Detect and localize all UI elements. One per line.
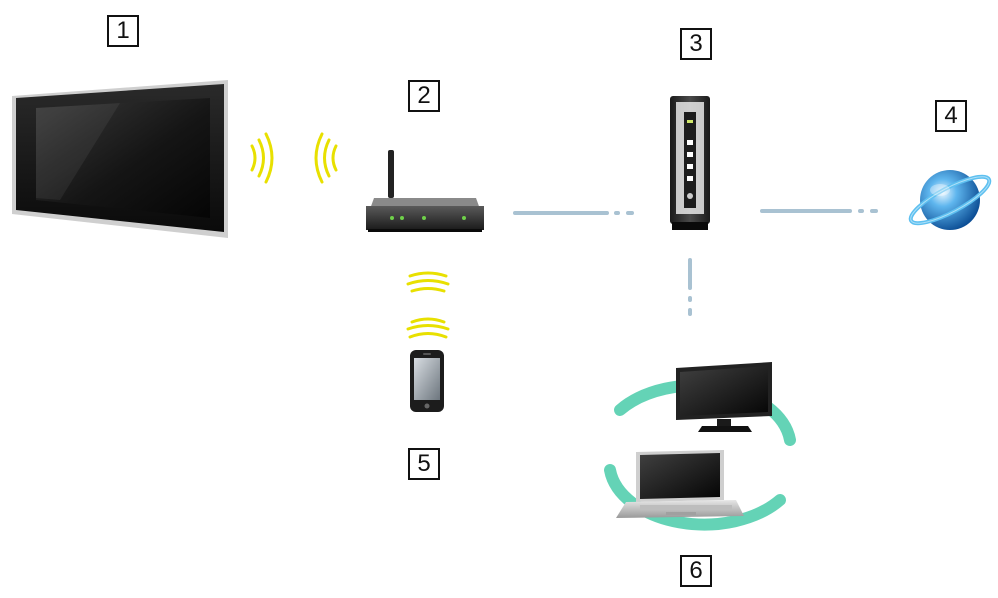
internet-globe-icon xyxy=(908,170,992,230)
wireless-router-icon xyxy=(366,150,484,232)
label-2: 2 xyxy=(408,80,440,112)
wireless-wave-router-icon xyxy=(314,132,338,184)
media-devices-icon xyxy=(604,362,796,531)
label-1: 1 xyxy=(107,15,139,47)
tv-icon xyxy=(12,80,228,238)
label-5: 5 xyxy=(408,448,440,480)
wired-connection-router-modem xyxy=(513,211,634,215)
label-3: 3 xyxy=(680,28,712,60)
modem-icon xyxy=(670,96,710,230)
label-6: 6 xyxy=(680,555,712,587)
wired-connection-modem-devices xyxy=(688,258,692,316)
label-4: 4 xyxy=(935,100,967,132)
smartphone-icon xyxy=(410,350,444,412)
wired-connection-modem-internet xyxy=(760,209,878,213)
wireless-wave-tv-icon xyxy=(250,132,274,184)
wireless-wave-down-icon xyxy=(406,271,450,293)
wireless-wave-up-icon xyxy=(406,317,450,339)
